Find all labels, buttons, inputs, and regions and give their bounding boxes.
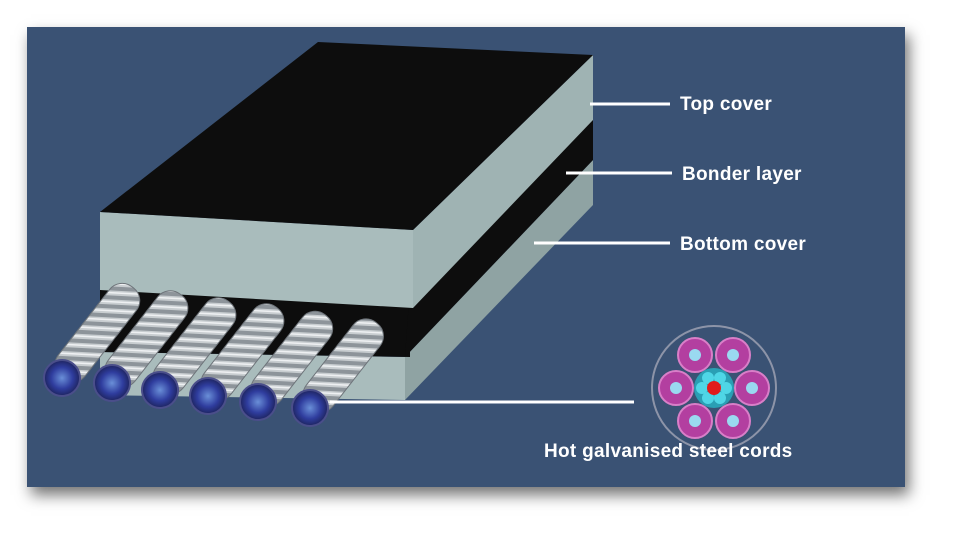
label-bottom-cover: Bottom cover bbox=[680, 234, 807, 255]
label-steel-cords: Hot galvanised steel cords bbox=[544, 441, 793, 462]
steel-cords bbox=[43, 282, 384, 427]
carcass-side bbox=[405, 108, 593, 357]
belt-top-surface bbox=[100, 42, 593, 230]
label-bonder-layer: Bonder layer bbox=[682, 164, 802, 185]
top-cover-side bbox=[413, 55, 593, 308]
bottom-cover-side bbox=[405, 160, 593, 400]
top-cover-front bbox=[100, 212, 413, 308]
steel-cord-cross-section-icon bbox=[651, 325, 777, 451]
label-top-cover: Top cover bbox=[680, 94, 773, 115]
